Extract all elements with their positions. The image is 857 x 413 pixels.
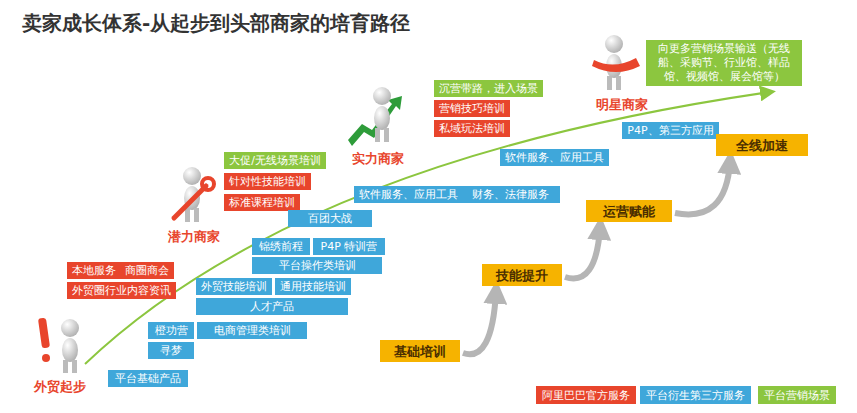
box-text: 全线加速 <box>736 139 788 152</box>
figure-start <box>38 318 79 373</box>
box-text: 人才产品 <box>250 300 294 313</box>
service-box: 营销技巧培训 <box>434 100 510 117</box>
legend-swatch: 平台衍生第三方服务 <box>640 386 751 404</box>
box-text: 基础培训 <box>394 345 446 358</box>
legend-text: 平台营销场景 <box>764 388 830 403</box>
stage-box: 技能提升 <box>482 264 562 286</box>
box-text: 私域玩法培训 <box>439 122 505 135</box>
box-text: 平台操作类培训 <box>279 259 356 272</box>
service-box: 寻梦 <box>148 342 194 359</box>
stage-label: 明星商家 <box>596 96 648 114</box>
stage-label: 潜力商家 <box>168 228 220 246</box>
page-title: 卖家成长体系-从起步到头部商家的培育路径 <box>22 10 410 37</box>
stage-box: 运营赋能 <box>586 200 672 222</box>
box-text: 向更多营销场景输送（无线船、采购节、行业馆、样品馆、视频馆、展会馆等） <box>651 42 797 84</box>
progress-arrow <box>463 292 496 354</box>
progress-arrow <box>565 228 600 278</box>
service-box: 软件服务、应用工具 <box>500 149 609 166</box>
box-text: 锦绣前程 <box>259 240 303 253</box>
box-text: 标准课程培训 <box>229 196 295 209</box>
service-box: 平台基础产品 <box>108 370 188 387</box>
box-text: 营销技巧培训 <box>439 102 505 115</box>
stage-label: 外贸起步 <box>34 378 86 396</box>
service-box: 本地服务 <box>67 262 121 279</box>
service-box: 百团大战 <box>288 210 372 227</box>
box-text: 寻梦 <box>160 344 182 357</box>
box-text: 本地服务 <box>72 264 116 277</box>
service-box: 外贸技能培训 <box>196 278 272 295</box>
box-text: P4P、第三方应用 <box>627 124 713 137</box>
box-text: 运营赋能 <box>603 205 655 218</box>
growth-curve <box>85 92 770 364</box>
box-text: P4P 特训营 <box>321 240 378 253</box>
box-text: 电商管理类培训 <box>214 324 291 337</box>
service-box: 平台操作类培训 <box>252 257 382 274</box>
progress-arrow <box>675 162 730 214</box>
legend-text: 阿里巴巴官方服务 <box>542 388 630 403</box>
service-box: 人才产品 <box>196 298 348 315</box>
box-text: 沉营带路，进入场景 <box>439 82 538 95</box>
service-box: 外贸圈行业内容资讯 <box>67 282 176 299</box>
service-box: 商圈商会 <box>120 262 174 279</box>
box-text: 软件服务、应用工具 <box>359 188 458 201</box>
box-text: 外贸技能培训 <box>201 280 267 293</box>
box-text: 商圈商会 <box>125 264 169 277</box>
legend-swatch: 阿里巴巴官方服务 <box>536 386 636 404</box>
service-box: 沉营带路，进入场景 <box>434 80 543 97</box>
figure-star <box>592 35 640 90</box>
service-box: 私域玩法培训 <box>434 120 510 137</box>
service-box: 通用技能培训 <box>275 278 351 295</box>
box-text: 百团大战 <box>308 212 352 225</box>
box-text: 大促/无线场景培训 <box>229 154 321 167</box>
box-text: 针对性技能培训 <box>229 175 306 188</box>
figure-potential <box>174 167 214 222</box>
legend-swatch: 平台营销场景 <box>758 386 836 404</box>
service-box: 电商管理类培训 <box>197 322 307 339</box>
box-text: 财务、法律服务 <box>472 188 549 201</box>
service-box: 标准课程培训 <box>224 194 300 211</box>
stage-box: 全线加速 <box>716 134 808 156</box>
service-box: P4P 特训营 <box>313 238 385 255</box>
figure-strong <box>348 87 402 146</box>
legend-text: 平台衍生第三方服务 <box>646 388 745 403</box>
box-text: 通用技能培训 <box>280 280 346 293</box>
service-box: 锦绣前程 <box>252 238 310 255</box>
box-text: 橙功营 <box>155 324 188 337</box>
service-box: 大促/无线场景培训 <box>224 152 326 169</box>
box-text: 软件服务、应用工具 <box>505 151 604 164</box>
box-text: 平台基础产品 <box>115 372 181 385</box>
service-box: 软件服务、应用工具 <box>354 186 463 203</box>
service-box: 针对性技能培训 <box>224 173 311 190</box>
service-box: P4P、第三方应用 <box>622 122 719 139</box>
service-box: 财务、法律服务 <box>460 186 560 203</box>
service-box: 向更多营销场景输送（无线船、采购节、行业馆、样品馆、视频馆、展会馆等） <box>646 40 802 86</box>
box-text: 外贸圈行业内容资讯 <box>72 284 171 297</box>
stage-label: 实力商家 <box>352 150 404 168</box>
box-text: 技能提升 <box>496 269 548 282</box>
service-box: 橙功营 <box>148 322 194 339</box>
stage-box: 基础培训 <box>380 340 460 362</box>
